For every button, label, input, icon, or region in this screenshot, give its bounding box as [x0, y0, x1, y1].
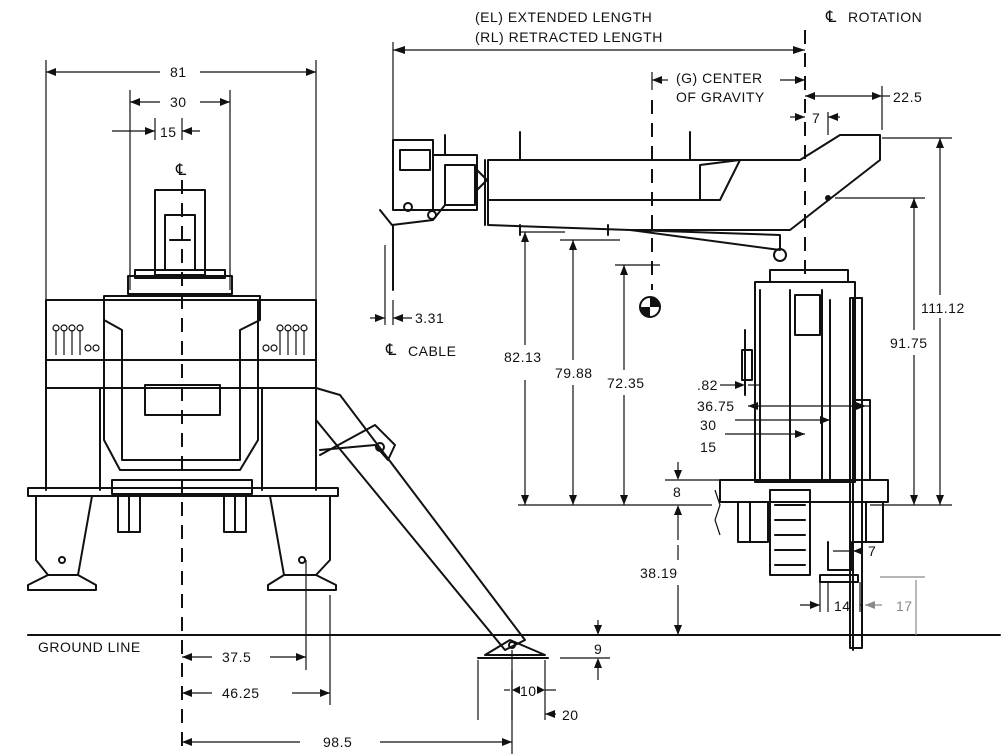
dim-front-30: [129, 90, 231, 290]
dim-14: [800, 582, 862, 612]
dim-82-13: [520, 231, 565, 505]
dim-foot-9: [560, 620, 610, 680]
side-base: [714, 479, 889, 583]
dim-text-30-side: 30: [700, 417, 717, 433]
front-frame: [45, 299, 317, 491]
dim-111-12: [870, 137, 952, 506]
dim-center-of-gravity: [651, 72, 805, 290]
dim-text-36-75: 36.75: [697, 398, 735, 414]
dim-7-bottom: [827, 547, 863, 612]
label-ground-line: GROUND LINE: [38, 639, 141, 655]
dim-98-5: [182, 650, 513, 754]
dim-text-98-5: 98.5: [323, 734, 352, 750]
dim-text-111-12: 111.12: [921, 300, 965, 316]
outrigger-arm: [315, 387, 549, 659]
dim-17: [865, 576, 925, 635]
dim-72-35: [615, 264, 660, 505]
dim-text-38-19: 38.19: [640, 565, 678, 581]
side-view: [370, 30, 952, 651]
label-cog-2: OF GRAVITY: [676, 89, 765, 105]
cog-symbol: [639, 296, 661, 318]
dim-text-79-88: 79.88: [555, 365, 593, 381]
dim-37-5: [182, 560, 307, 670]
label-rotation: ROTATION: [848, 9, 922, 25]
front-centerline-icon: ℄: [175, 162, 187, 179]
dim-cable-offset: [370, 245, 412, 325]
dim-text-7-bottom: 7: [868, 543, 876, 559]
dim-text-0-82: .82: [697, 377, 718, 393]
front-view: [27, 60, 610, 754]
pins-left: [52, 324, 100, 355]
dim-text-17: 17: [896, 598, 913, 614]
dim-text-10: 10: [520, 683, 537, 699]
front-base: [27, 479, 339, 533]
dim-79-88: [560, 239, 620, 505]
pins-right: [262, 324, 308, 355]
dim-22-5: [805, 86, 890, 130]
label-cog-1: (G) CENTER: [676, 70, 763, 86]
dim-text-91-75: 91.75: [890, 335, 928, 351]
front-turret: [103, 269, 261, 461]
text-labels: (EL) EXTENDED LENGTH (RL) RETRACTED LENG…: [38, 9, 965, 750]
dim-text-14: 14: [834, 598, 851, 614]
dim-front-81: [45, 60, 317, 300]
dim-text-15-front: 15: [160, 124, 177, 140]
label-retracted-length: (RL) RETRACTED LENGTH: [475, 29, 663, 45]
dim-text-30-front: 30: [170, 94, 187, 110]
dim-text-3-31: 3.31: [415, 310, 444, 326]
dim-column-widths: [720, 381, 870, 438]
cable-centerline-icon: ℄: [385, 342, 397, 359]
dim-text-82-13: 82.13: [504, 349, 542, 365]
dim-7-top: [790, 112, 840, 135]
dim-text-81: 81: [170, 64, 187, 80]
dim-front-15: [112, 118, 200, 140]
dim-extended-length: [392, 42, 805, 140]
dim-text-7-top: 7: [812, 110, 820, 126]
dim-91-75: [825, 195, 925, 505]
dim-text-46-25: 46.25: [222, 685, 260, 701]
front-leg-left: [27, 495, 97, 591]
dim-text-72-35: 72.35: [607, 375, 645, 391]
dim-foot-20: [545, 710, 556, 718]
dim-text-15-side: 15: [700, 439, 717, 455]
side-boom-head: [379, 134, 478, 291]
front-leg-right: [267, 495, 337, 591]
side-boom: [476, 131, 881, 262]
label-extended-length: (EL) EXTENDED LENGTH: [475, 9, 652, 25]
dim-text-22-5: 22.5: [893, 89, 922, 105]
rotation-centerline-icon: ℄: [825, 9, 837, 26]
dim-foot-10: [477, 660, 556, 720]
dim-text-9: 9: [594, 641, 602, 657]
dim-text-37-5: 37.5: [222, 649, 251, 665]
front-boom-head: [154, 189, 206, 276]
side-column: [741, 269, 871, 651]
label-cable: CABLE: [408, 343, 456, 359]
dim-38-19: [674, 545, 682, 635]
dim-text-8: 8: [673, 484, 681, 500]
dim-text-20: 20: [562, 707, 579, 723]
dim-8: [665, 462, 720, 540]
dim-46-25: [182, 595, 331, 705]
